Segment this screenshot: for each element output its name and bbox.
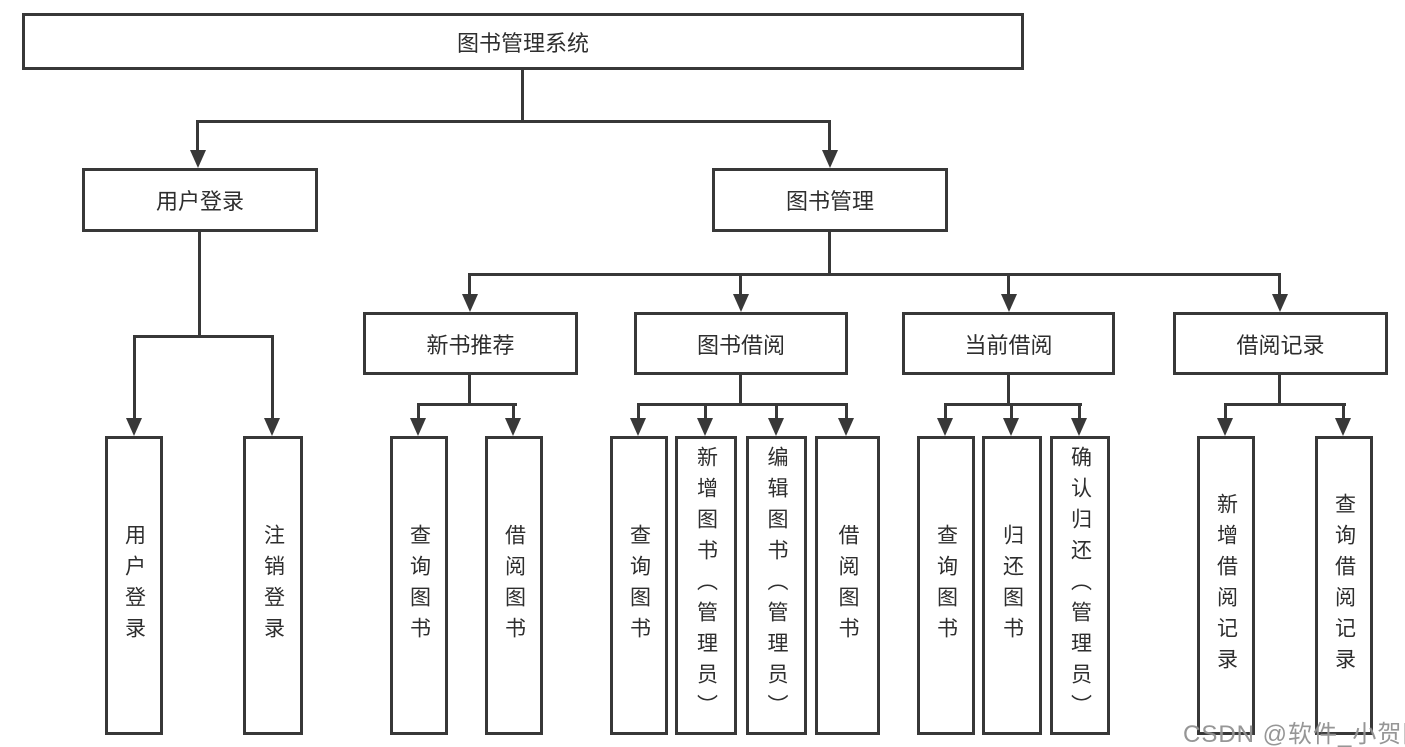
arrowhead-leaf	[768, 418, 784, 436]
node-book-borrowing: 图书借阅	[634, 312, 848, 375]
leaf-recommend-borrow-book: 借阅图书	[485, 436, 543, 735]
connector-book-borrow-split	[637, 403, 848, 406]
connector-stub	[637, 403, 640, 420]
connector-stub	[1078, 403, 1081, 420]
node-book-management: 图书管理	[712, 168, 948, 232]
node-new-book-recommendation: 新书推荐	[363, 312, 578, 375]
arrowhead-leaf	[505, 418, 521, 436]
node-user-login: 用户登录	[82, 168, 318, 232]
leaf-borrow-book: 借阅图书	[815, 436, 880, 735]
leaf-query-borrow-record-label: 查询借阅记录	[1332, 492, 1356, 679]
arrowhead-leaf	[630, 418, 646, 436]
node-library-system: 图书管理系统	[22, 13, 1024, 70]
leaf-borrow-query-book-label: 查询图书	[627, 523, 651, 648]
node-current-borrowing: 当前借阅	[902, 312, 1115, 375]
connector-user-login-split	[133, 335, 274, 338]
connector-stub	[775, 403, 778, 420]
leaf-recommend-query-book-label: 查询图书	[407, 523, 431, 648]
connector-user-login-down	[198, 232, 201, 335]
connector-to-leaf-login	[133, 335, 136, 420]
connector-current-borrow-split	[944, 403, 1082, 406]
leaf-current-query-book-label: 查询图书	[934, 523, 958, 648]
connector-to-book-borrow	[739, 273, 742, 295]
arrowhead-book-management	[822, 150, 838, 168]
arrowhead-leaf	[1003, 418, 1019, 436]
leaf-query-borrow-record: 查询借阅记录	[1315, 436, 1373, 735]
node-book-borrowing-label: 图书借阅	[696, 332, 785, 358]
connector-book-management-down	[828, 232, 831, 276]
node-user-login-label: 用户登录	[155, 189, 244, 214]
leaf-return-book: 归还图书	[982, 436, 1042, 735]
connector-stub	[512, 403, 515, 420]
arrowhead-leaf	[410, 418, 426, 436]
connector-to-new-book	[468, 273, 471, 295]
arrowhead-book-borrow	[733, 294, 749, 312]
leaf-add-book-admin: 新增图书（管理员）	[675, 436, 737, 735]
connector-to-user-login	[196, 120, 199, 152]
arrowhead-new-book	[462, 294, 478, 312]
connector-new-book-down	[468, 375, 471, 406]
connector-root-down	[521, 70, 524, 120]
arrowhead-leaf-logout	[264, 418, 280, 436]
leaf-add-book-admin-label: 新增图书（管理员）	[694, 446, 718, 725]
connector-stub	[1224, 403, 1227, 420]
connector-to-leaf-logout	[271, 335, 274, 420]
connector-stub	[417, 403, 420, 420]
leaf-edit-book-admin: 编辑图书（管理员）	[746, 436, 807, 735]
arrowhead-leaf	[1335, 418, 1351, 436]
leaf-user-login-label: 用户登录	[122, 523, 146, 648]
leaf-current-query-book: 查询图书	[917, 436, 975, 735]
connector-stub	[944, 403, 947, 420]
leaf-return-book-label: 归还图书	[1000, 523, 1024, 648]
connector-root-split	[196, 120, 831, 123]
leaf-borrow-query-book: 查询图书	[610, 436, 668, 735]
connector-book-borrow-down	[739, 375, 742, 406]
leaf-logout-label: 注销登录	[261, 523, 285, 648]
connector-new-book-split	[417, 403, 517, 406]
connector-stub	[845, 403, 848, 420]
leaf-confirm-return-admin: 确认归还（管理员）	[1050, 436, 1110, 735]
node-new-book-recommendation-label: 新书推荐	[426, 332, 515, 358]
arrowhead-leaf	[697, 418, 713, 436]
arrowhead-user-login	[190, 150, 206, 168]
node-current-borrowing-label: 当前借阅	[964, 332, 1053, 358]
arrowhead-borrow-records	[1272, 294, 1288, 312]
csdn-watermark: CSDN @软件_小贺同学	[1183, 721, 1405, 747]
node-borrowing-records: 借阅记录	[1173, 312, 1388, 375]
connector-stub	[704, 403, 707, 420]
arrowhead-leaf	[1071, 418, 1087, 436]
node-library-system-label: 图书管理系统	[456, 30, 589, 56]
leaf-add-borrow-record-label: 新增借阅记录	[1214, 492, 1238, 679]
leaf-recommend-query-book: 查询图书	[390, 436, 448, 735]
arrowhead-current-borrow	[1001, 294, 1017, 312]
connector-current-borrow-down	[1007, 375, 1010, 406]
leaf-edit-book-admin-label: 编辑图书（管理员）	[765, 446, 788, 725]
connector-stub	[1010, 403, 1013, 420]
connector-to-borrow-records	[1278, 273, 1281, 295]
connector-to-current-borrow	[1007, 273, 1010, 295]
node-borrowing-records-label: 借阅记录	[1236, 332, 1325, 358]
leaf-user-login: 用户登录	[105, 436, 163, 735]
arrowhead-leaf	[838, 418, 854, 436]
leaf-borrow-book-label: 借阅图书	[836, 523, 859, 648]
arrowhead-leaf	[937, 418, 953, 436]
connector-borrow-records-down	[1278, 375, 1281, 406]
leaf-recommend-borrow-book-label: 借阅图书	[502, 523, 526, 648]
node-book-management-label: 图书管理	[785, 189, 874, 214]
connector-book-management-split	[468, 273, 1281, 276]
arrowhead-leaf-login	[126, 418, 142, 436]
leaf-add-borrow-record: 新增借阅记录	[1197, 436, 1255, 735]
connector-borrow-records-split	[1224, 403, 1346, 406]
leaf-confirm-return-admin-label: 确认归还（管理员）	[1068, 446, 1092, 725]
arrowhead-leaf	[1217, 418, 1233, 436]
connector-stub	[1342, 403, 1345, 420]
leaf-logout: 注销登录	[243, 436, 303, 735]
connector-to-book-management	[828, 120, 831, 152]
